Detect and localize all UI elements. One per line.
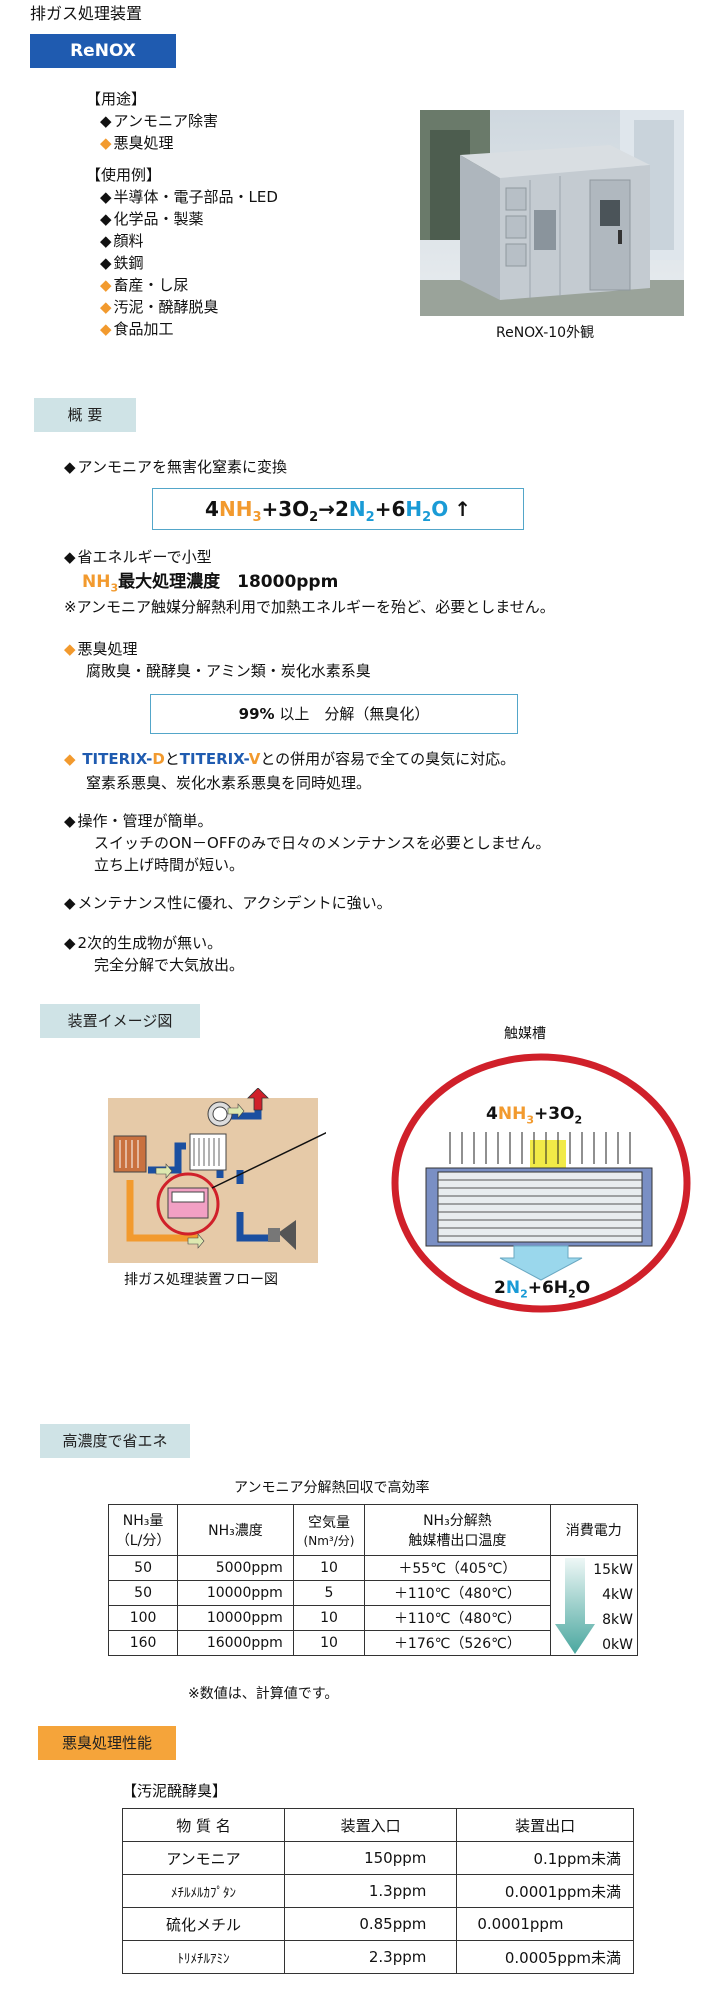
section-tab-device-image: 装置イメージ図 (40, 1004, 200, 1038)
overview-point-4-detail: 窒素系悪臭、炭化水素系悪臭を同時処理。 (86, 774, 372, 792)
odor-types: 腐敗臭・醗酵臭・アミン類・炭化水素系臭 (86, 662, 371, 680)
overview-point-4: TITERIX-DとTITERIX-Vとの併用が容易で全ての臭気に対応。 (64, 750, 515, 768)
flow-diagram (108, 1087, 337, 1268)
overview-point-1: アンモニアを無害化窒素に変換 (64, 458, 287, 476)
overview-point-6: メンテナンス性に優れ、アクシデントに強い。 (64, 894, 392, 912)
example-item: 化学品・製薬 (100, 210, 204, 228)
overview-point-5-detail-1: スイッチのON－OFFのみで日々のメンテナンスを必要としません。 (94, 834, 551, 852)
col-header-conc: NH₃濃度 (177, 1504, 294, 1556)
overview-point-2: 省エネルギーで小型 (64, 548, 212, 566)
table-row: 160 16000ppm 10 ＋176℃（526℃） (107, 1630, 638, 1656)
product-badge: ReNOX (30, 34, 176, 68)
example-item: 鉄鋼 (100, 254, 144, 272)
catalyst-output-formula: 2N2+6H2O (494, 1278, 591, 1301)
table-row: アンモニア 150ppm 0.1ppm未満 (122, 1841, 634, 1875)
catalyst-input-formula: 4NH3+3O2 (486, 1104, 583, 1127)
col-header-air: 空気量 (307, 1514, 350, 1531)
overview-point-7: 2次的生成物が無い。 (64, 934, 223, 952)
col-header-temp: NH₃分解熱 (423, 1513, 492, 1529)
use-item-odor: 悪臭処理 (100, 134, 174, 152)
odor-subtitle: 【汚泥醗酵臭】 (122, 1782, 228, 1800)
energy-table-note: ※数値は、計算値です。 (188, 1686, 339, 1702)
examples-heading: 【使用例】 (86, 166, 162, 184)
table-row: 50 5000ppm 10 ＋55℃（405℃） 15kW 4kW 8kW 0k… (107, 1555, 639, 1656)
table-row: 硫化メチル 0.85ppm 0.0001ppm (122, 1907, 634, 1941)
overview-point-5: 操作・管理が簡単。 (64, 812, 213, 830)
use-item-ammonia: アンモニア除害 (100, 112, 218, 130)
decomposition-box: 99% 以上 分解（無臭化） (150, 694, 518, 734)
energy-note: ※アンモニア触媒分解熱利用で加熱エネルギーを殆ど、必要としません。 (64, 598, 555, 616)
example-item: 汚泥・醗酵脱臭 (100, 298, 219, 316)
page-title: 排ガス処理装置 (30, 4, 143, 23)
example-item: 畜産・し尿 (100, 276, 189, 294)
uses-heading: 【用途】 (86, 90, 147, 108)
col-header-nh3: NH₃量 (122, 1513, 164, 1529)
example-item: 食品加工 (100, 320, 174, 338)
photo-caption: ReNOX-10外観 (496, 325, 595, 341)
catalyst-zoom: 4NH3+3O2 2N2+6H2O (390, 1052, 692, 1314)
overview-point-7-detail: 完全分解で大気放出。 (94, 956, 245, 974)
col-header-power: 消費電力 (549, 1504, 639, 1556)
table-header-row: NH₃量（L/分） NH₃濃度 空気量(Nm³/分) NH₃分解熱触媒槽出口温度… (107, 1504, 639, 1556)
table-row: ﾒﾁﾙﾒﾙｶﾌﾟﾀﾝ 1.3ppm 0.0001ppm未満 (122, 1874, 634, 1908)
product-photo (420, 110, 684, 316)
table-header-row: 物 質 名 装置入口 装置出口 (122, 1808, 634, 1842)
example-item: 顔料 (100, 232, 144, 250)
flow-diagram-caption: 排ガス処理装置フロー図 (124, 1272, 278, 1288)
example-item: 半導体・電子部品・LED (100, 188, 278, 206)
power-column: 15kW 4kW 8kW 0kW (549, 1555, 639, 1656)
catalyst-title: 触媒槽 (504, 1026, 546, 1042)
energy-table-title: アンモニア分解熱回収で高効率 (234, 1480, 430, 1496)
section-tab-overview: 概 要 (34, 398, 136, 432)
energy-table: NH₃量（L/分） NH₃濃度 空気量(Nm³/分) NH₃分解熱触媒槽出口温度… (107, 1504, 639, 1656)
section-tab-energy: 高濃度で省エネ (40, 1424, 190, 1458)
overview-point-3: 悪臭処理 (64, 640, 138, 658)
section-tab-odor: 悪臭処理性能 (38, 1726, 176, 1760)
decrease-arrow-icon (554, 1558, 595, 1654)
equation-box: 4NH3+3O2→2N2+6H2O↑ (152, 488, 524, 530)
odor-table: 物 質 名 装置入口 装置出口 アンモニア 150ppm 0.1ppm未満 ﾒﾁ… (122, 1808, 634, 1974)
overview-point-5-detail-2: 立ち上げ時間が短い。 (94, 856, 245, 874)
max-concentration: NH3最大処理濃度 18000ppm (82, 572, 339, 595)
table-row: ﾄﾘﾒﾁﾙｱﾐﾝ 2.3ppm 0.0005ppm未満 (122, 1940, 634, 1974)
